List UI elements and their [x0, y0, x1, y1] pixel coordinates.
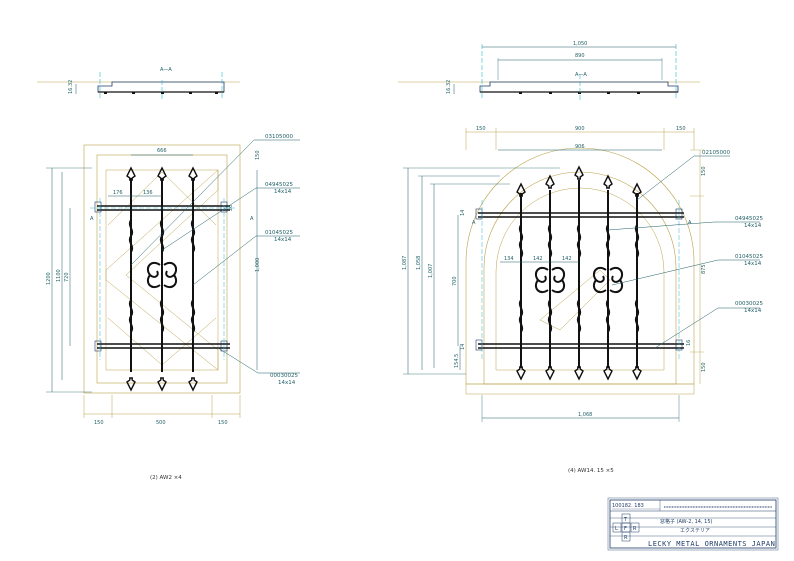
right-marker-a-right: A [688, 220, 692, 226]
left-bottom-dim-3: 150 [218, 420, 228, 426]
right-side-dim-2: 900 [575, 126, 585, 132]
title-cell-t: T [623, 517, 628, 523]
left-part-2-code: 04945025 [265, 182, 293, 188]
left-marker-a: A [90, 216, 94, 222]
left-elevation: 666 176 136 A A 20 1200 1100 720 1,000 1… [46, 134, 300, 481]
right-top-inner: 890 [575, 53, 585, 59]
title-cell-r2: R [624, 535, 628, 541]
right-small-left: 14 [460, 210, 466, 216]
left-bottom-dim-2: 500 [156, 420, 166, 426]
title-cell-r: R [633, 526, 637, 532]
left-bottom-dim-1: 150 [94, 420, 104, 426]
left-part-2-size: 14x14 [274, 189, 292, 195]
right-section-thickness: 16.32 [446, 80, 452, 94]
right-side-dim-3: 150 [676, 126, 686, 132]
right-part-3-code: 01045025 [735, 254, 763, 260]
left-height-inner: 720 [64, 272, 70, 282]
left-section-view: 16.32 A—A [37, 67, 240, 100]
right-section-view: 1,050 890 A—A 16.32 [398, 41, 700, 100]
right-right-dim-2: 875 [701, 264, 707, 274]
right-part-4-code: 00030025 [735, 301, 763, 307]
title-cell-l: L [615, 526, 618, 532]
left-top-right-dim: 150 [255, 150, 261, 160]
title-line-1: 窓格子 (AW-2, 14, 15) [660, 518, 712, 525]
right-elevation: 150 900 150 906 A A 134 142 142 1,087 1,… [402, 126, 763, 474]
right-width-inner: 906 [575, 144, 585, 150]
left-height-total: 1200 [46, 272, 52, 285]
right-bottom-width: 1,068 [578, 412, 592, 418]
left-part-1-code: 03105000 [265, 134, 293, 140]
title-block: T L F R R 100182. 183 窓格子 (AW-2, 14, 15)… [607, 497, 779, 551]
right-side-dim-1: 150 [476, 126, 486, 132]
right-part-3-size: 14x14 [744, 261, 762, 267]
left-offset-a: 176 [113, 190, 123, 196]
right-height-4: 700 [452, 276, 458, 286]
left-small-dim: 20 [228, 205, 234, 211]
company-name: LECKY METAL ORNAMENTS JAPAN [648, 540, 775, 548]
right-height-3: 1,007 [428, 264, 434, 278]
left-part-4-size: 14x14 [278, 380, 296, 386]
left-part-3-size: 14x14 [274, 237, 292, 243]
left-offset-b: 136 [143, 190, 153, 196]
right-height-5: 154.5 [454, 354, 460, 368]
left-top-width: 666 [157, 148, 167, 154]
right-right-dim-3: 150 [701, 362, 707, 372]
left-marker-a-right: A [250, 216, 254, 222]
left-part-4-code: 00030025 [270, 373, 298, 379]
right-right-dim-1: 150 [701, 166, 707, 176]
right-caption: (4) AW14. 15 ×5 [568, 468, 614, 474]
right-height-1: 1,087 [402, 256, 408, 270]
right-pitch-3: 142 [562, 256, 572, 262]
right-small-left-bottom: 14 [460, 344, 466, 350]
title-cell-f: F [624, 526, 627, 532]
right-pitch-1: 134 [504, 256, 514, 262]
right-pitch-2: 142 [533, 256, 543, 262]
left-part-3-code: 01045025 [265, 230, 293, 236]
left-section-thickness: 16.32 [68, 80, 74, 94]
title-line-2: エクステリア [680, 528, 710, 534]
drawing-number: 100182. 183 [612, 503, 644, 509]
right-part-2-size: 14x14 [744, 223, 762, 229]
right-marker-a: A [472, 220, 476, 226]
right-part-2-code: 04945025 [735, 216, 763, 222]
right-part-1-code: 02105000 [702, 150, 730, 156]
left-section-label: A—A [160, 67, 172, 73]
left-height-mid: 1100 [56, 269, 62, 282]
right-section-label: A—A [575, 72, 587, 78]
right-right-small: 16 [686, 340, 692, 346]
left-caption: (2) AW2 ×4 [150, 475, 182, 481]
right-part-4-size: 14x14 [744, 308, 762, 314]
right-height-2: 1,058 [416, 256, 422, 270]
right-top-total: 1,050 [573, 41, 587, 47]
left-right-dim: 1,000 [255, 258, 261, 272]
